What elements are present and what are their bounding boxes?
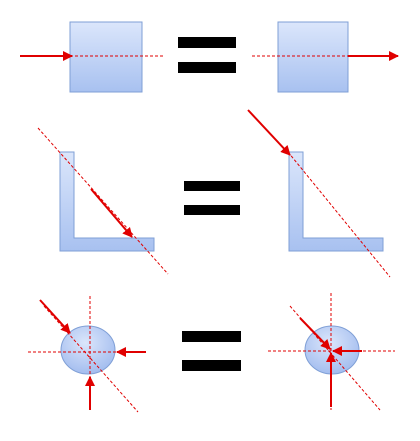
bracket-left-row2 — [59, 151, 155, 252]
force-arrow-diagonal-left-row3 — [39, 299, 71, 334]
equals-sign-row2 — [184, 181, 240, 215]
row-2 — [37, 109, 391, 278]
line-of-action-diagonal-left-row3 — [43, 305, 139, 413]
body-left-row3 — [60, 325, 116, 375]
row-1 — [20, 21, 399, 93]
block-right-row1 — [277, 21, 349, 93]
line-of-action-right-row2 — [287, 151, 391, 278]
line-of-action-left-row2 — [37, 127, 169, 275]
equals-sign-row3 — [182, 331, 241, 371]
row-3 — [28, 293, 395, 413]
force-arrow-right-row2 — [247, 109, 291, 156]
block-left-row1 — [69, 21, 143, 93]
equals-sign-row1 — [178, 37, 236, 73]
force-arrow-diagonal-right-row3 — [299, 317, 331, 350]
force-arrow-left-row2 — [90, 188, 133, 238]
bracket-right-row2 — [288, 151, 384, 252]
